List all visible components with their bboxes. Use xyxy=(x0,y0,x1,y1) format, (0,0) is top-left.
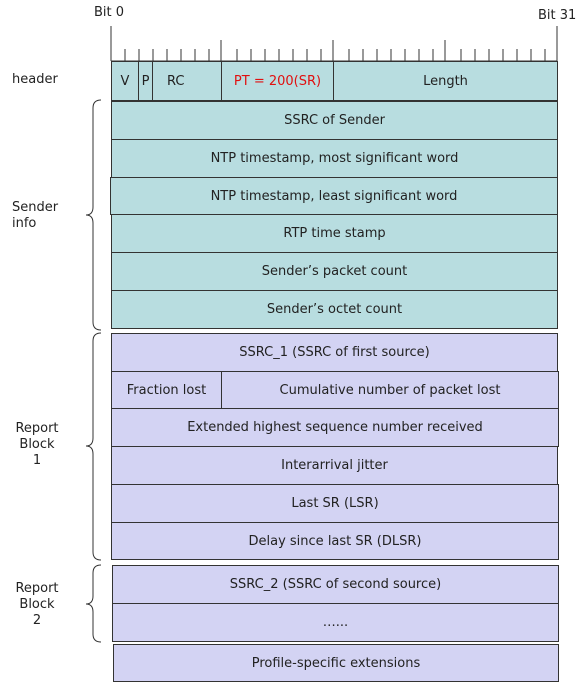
sender-row-rtp-timestamp: RTP time stamp xyxy=(111,214,558,253)
sender-row-ssrc: SSRC of Sender xyxy=(111,101,558,140)
report-block-2-label-line: Report xyxy=(15,581,59,596)
report1-row-ssrc: SSRC_1 (SSRC of first source) xyxy=(111,333,558,372)
sender-info-brace xyxy=(85,99,102,331)
report-block-1-label-line: Report xyxy=(15,421,59,436)
report1-fraction-lost: Fraction lost xyxy=(111,371,222,409)
report-block-1-group-label: Report Block 1 xyxy=(8,421,66,469)
header-field-length: Length xyxy=(333,61,558,101)
report-block-2-label-line: 2 xyxy=(32,613,42,628)
header-field-p: P xyxy=(138,61,153,101)
report1-row-dlsr: Delay since last SR (DLSR) xyxy=(111,522,559,560)
ruler-minor-ticks xyxy=(124,49,546,61)
bit-31-label: Bit 31 xyxy=(538,8,577,23)
report1-cumulative-lost: Cumulative number of packet lost xyxy=(221,371,559,409)
report1-row-ext-seq: Extended highest sequence number receive… xyxy=(111,408,559,447)
report2-row-ssrc: SSRC_2 (SSRC of second source) xyxy=(112,565,559,604)
sender-row-ntp-msw: NTP timestamp, most significant word xyxy=(111,139,558,178)
report-block-2-label-line: Block xyxy=(19,597,55,612)
header-field-rc: RC xyxy=(152,61,222,101)
header-field-pt: PT = 200(SR) xyxy=(221,61,334,101)
sender-row-octet-count: Sender’s octet count xyxy=(111,290,558,329)
header-group-label: header xyxy=(12,72,58,87)
report1-row-lsr: Last SR (LSR) xyxy=(111,484,559,523)
report-block-2-brace xyxy=(85,564,102,643)
sender-row-packet-count: Sender’s packet count xyxy=(111,252,558,291)
header-field-v: V xyxy=(111,61,139,101)
report-block-1-brace xyxy=(85,332,102,561)
sender-row-ntp-lsw: NTP timestamp, least significant word xyxy=(110,177,558,215)
sender-info-group-label: Sender info xyxy=(12,200,58,232)
report-block-2-group-label: Report Block 2 xyxy=(8,581,66,629)
report1-row-jitter: Interarrival jitter xyxy=(111,446,558,485)
report2-row-more: …... xyxy=(112,603,559,642)
sender-info-label-line: Sender xyxy=(12,200,59,215)
profile-specific-extensions: Profile-specific extensions xyxy=(113,644,559,682)
report-block-1-label-line: Block xyxy=(19,437,55,452)
report-block-1-label-line: 1 xyxy=(32,453,42,468)
bit-0-label: Bit 0 xyxy=(94,5,125,20)
sender-info-label-line: info xyxy=(12,216,37,231)
